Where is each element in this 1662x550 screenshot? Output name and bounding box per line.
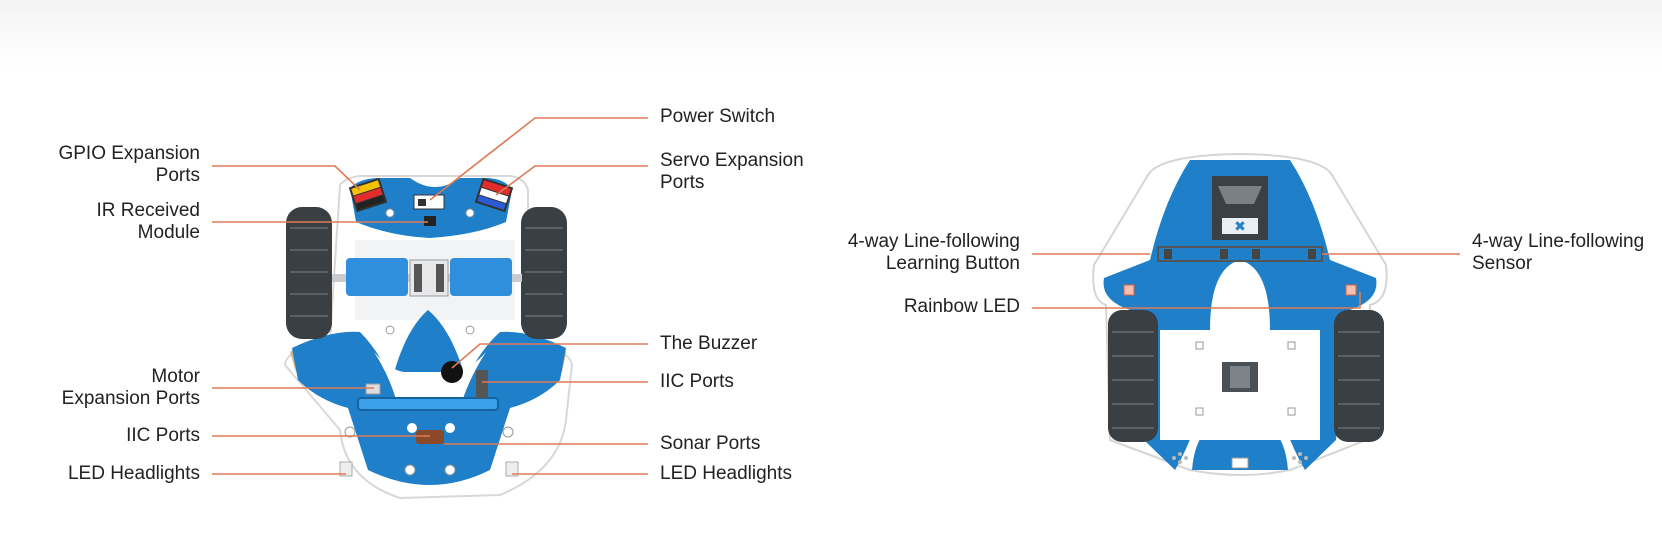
rainbow-led-right: [1345, 284, 1357, 296]
servo-ports: [474, 177, 514, 213]
svg-text:✖: ✖: [1234, 219, 1246, 235]
label-line-following-sensor: 4-way Line-following Sensor: [1472, 231, 1644, 275]
label-line: 4-way Line-following: [1472, 231, 1645, 252]
label-ir-received-module: IR Received Module: [20, 200, 201, 244]
ir-module: [424, 216, 436, 226]
label-the-buzzer: The Buzzer: [660, 333, 758, 354]
label-line: Module: [137, 222, 200, 243]
buzzer: [441, 361, 463, 383]
label-led-headlights-right: LED Headlights: [660, 463, 793, 484]
label-servo-expansion-ports: Servo Expansion Ports: [660, 150, 804, 194]
label-line: 4-way Line-following: [847, 231, 1020, 252]
front-leader-lines: [212, 117, 648, 475]
label-led-headlights-left: LED Headlights: [67, 463, 200, 484]
rainbow-led-left: [1123, 284, 1135, 296]
label-line: Ports: [660, 172, 705, 193]
label-line: Sensor: [1472, 253, 1533, 274]
sonar-port: [416, 430, 444, 444]
label-line: Ports: [155, 165, 200, 186]
front-inner-v: [374, 352, 486, 408]
gpio-ports: [348, 177, 388, 213]
iic-port-right: [476, 370, 488, 398]
back-robot: ✖: [1092, 152, 1388, 476]
led-headlight-left: [339, 461, 353, 477]
label-line: Servo Expansion: [660, 150, 804, 171]
label-gpio-expansion-ports: GPIO Expansion Ports: [20, 143, 200, 187]
label-line: Motor: [151, 366, 200, 387]
label-line: Learning Button: [885, 253, 1020, 274]
microbit-slot: [357, 397, 499, 411]
motor-expansion-port: [365, 383, 381, 395]
right-motor: [450, 258, 512, 296]
label-sonar-ports: Sonar Ports: [660, 433, 761, 454]
label-motor-expansion-ports: Motor Expansion Ports: [20, 366, 200, 410]
label-iic-ports-right: IIC Ports: [660, 371, 734, 392]
left-motor: [346, 258, 408, 296]
led-headlight-right: [505, 461, 519, 477]
back-connector: [1231, 457, 1249, 469]
label-power-switch: Power Switch: [660, 106, 776, 127]
back-left-wheel: [1108, 310, 1158, 442]
label-line: IR Received: [96, 200, 201, 221]
back-right-wheel: [1334, 310, 1384, 442]
label-line: GPIO Expansion: [58, 143, 200, 164]
label-line: Expansion Ports: [61, 388, 200, 409]
label-line-following-learning-button: 4-way Line-following Learning Button: [800, 231, 1020, 275]
label-rainbow-led: Rainbow LED: [903, 296, 1020, 317]
front-robot: [283, 175, 574, 500]
label-iic-ports-left: IIC Ports: [126, 425, 200, 446]
back-leader-lines: [1032, 253, 1460, 309]
